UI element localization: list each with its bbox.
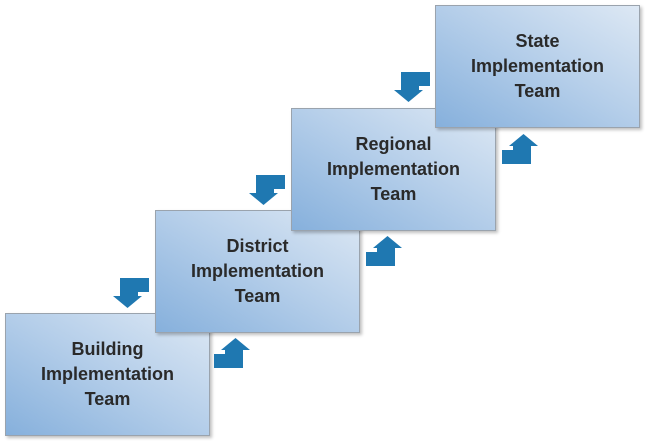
box-line: Implementation <box>40 364 174 384</box>
box-line: Implementation <box>190 261 324 281</box>
down-arrow-icon <box>113 278 149 308</box>
down-arrow-icon <box>249 175 285 205</box>
box-line: Team <box>514 81 561 101</box>
box-line: Implementation <box>326 159 460 179</box>
box-line: Building <box>71 339 144 359</box>
box-line: State <box>515 31 560 51</box>
up-arrow-icon <box>502 134 538 164</box>
box-line: Team <box>234 286 281 306</box>
box-line: Team <box>370 184 417 204</box>
up-arrow-icon <box>214 338 250 368</box>
box-line: Regional <box>355 134 432 154</box>
up-arrow-icon <box>366 236 402 266</box>
box-line: Team <box>84 389 131 409</box>
down-arrow-icon <box>394 72 430 102</box>
box-line: Implementation <box>470 56 604 76</box>
box-line: District <box>226 236 289 256</box>
